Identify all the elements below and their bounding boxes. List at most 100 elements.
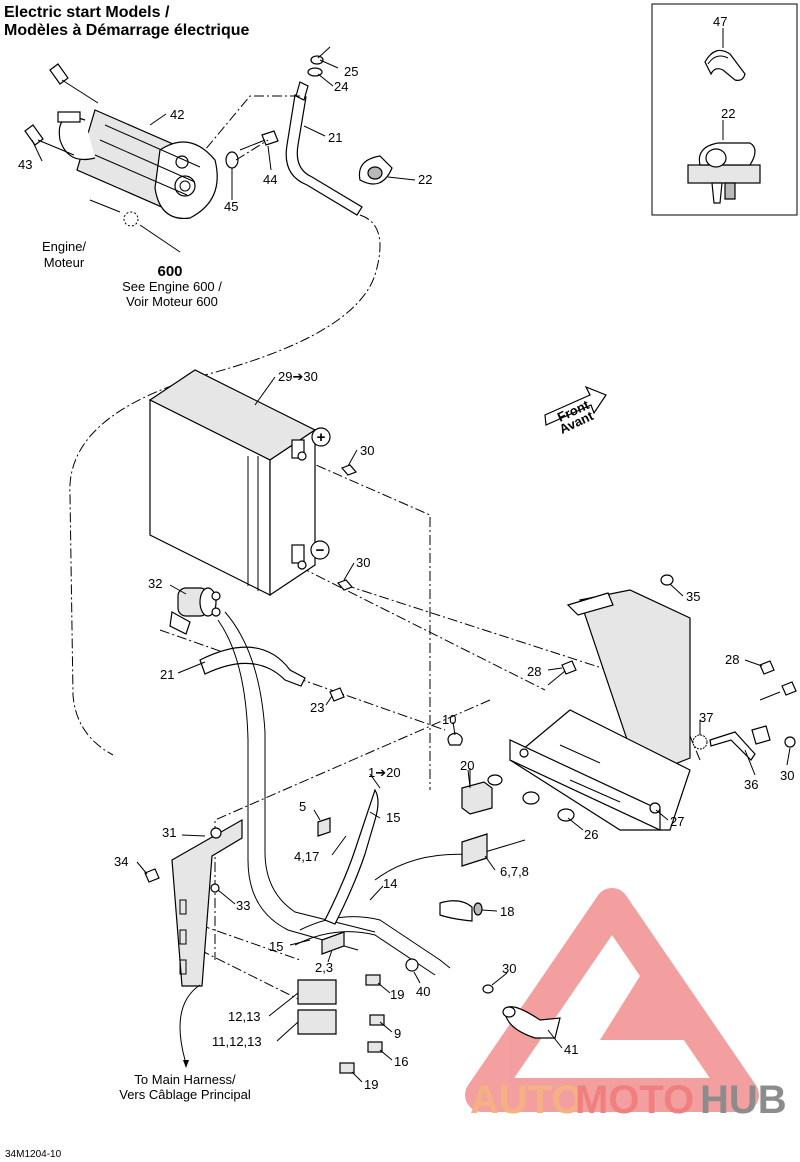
fuse-box-12-13 (297, 979, 337, 1035)
front-arrow-icon (544, 385, 607, 426)
callout-30-ground: 30 (780, 768, 794, 783)
clip-5 (317, 817, 331, 837)
callout-19-upper: 19 (390, 987, 404, 1002)
callout-18: 18 (500, 904, 514, 919)
callout-30-minus: 30 (356, 555, 370, 570)
callout-31: 31 (162, 825, 176, 840)
bracket-31 (171, 818, 243, 987)
callout-35: 35 (686, 589, 700, 604)
bushing-26 (487, 774, 575, 822)
minus-terminal-icon (310, 540, 330, 560)
callout-25: 25 (344, 64, 358, 79)
callout-22-inset: 22 (721, 106, 735, 121)
callout-29-30: 29➔30 (278, 369, 318, 384)
drawing-code: 34M1204-10 (5, 1149, 62, 1160)
moteur-label: Moteur (44, 255, 85, 270)
ground-cable-36 (709, 725, 771, 761)
watermark-text-moto: MOTO (575, 1078, 694, 1122)
fuse-19-top (365, 974, 381, 986)
callout-1-20: 1➔20 (368, 765, 401, 780)
harness-15 (324, 788, 379, 925)
voir-moteur-note: Voir Moteur 600 (126, 294, 218, 309)
callout-20: 20 (460, 758, 474, 773)
nut-30b (784, 736, 796, 748)
engine-gear-icon (123, 211, 139, 227)
title-line-1: Electric start Models / (4, 4, 170, 21)
callout-42: 42 (170, 107, 184, 122)
callout-30-plus: 30 (360, 443, 374, 458)
connector-6-7-8 (461, 833, 488, 867)
callout-44: 44 (263, 172, 277, 187)
callout-16: 16 (394, 1054, 408, 1069)
callout-9: 9 (394, 1026, 401, 1041)
engine-label: Engine/ (42, 239, 86, 254)
callout-22-clip: 22 (418, 172, 432, 187)
callout-32: 32 (148, 576, 162, 591)
callout-28-right: 28 (725, 652, 739, 667)
bolt-28 (547, 660, 797, 701)
relay-20 (461, 768, 493, 815)
bolt-44 (239, 130, 279, 151)
watermark-text-auto: AUTO (470, 1078, 583, 1122)
nut-33 (210, 883, 220, 893)
fuse-19-bottom (339, 1062, 355, 1074)
leader-lines (31, 59, 791, 1083)
callout-45: 45 (224, 199, 238, 214)
callout-19-lower: 19 (364, 1077, 378, 1092)
callout-28-left: 28 (527, 664, 541, 679)
starter-cable-21 (285, 81, 363, 216)
nut-30d (482, 984, 494, 994)
star-washer-37 (692, 734, 708, 750)
plus-terminal-sign: + (317, 429, 326, 446)
clip-part-47 (704, 49, 746, 81)
plus-terminal-icon (311, 427, 331, 447)
callout-47: 47 (713, 14, 727, 29)
callout-43: 43 (18, 157, 32, 172)
battery-29 (148, 369, 317, 597)
callout-15-lower: 15 (269, 939, 283, 954)
callout-21-lower: 21 (160, 667, 174, 682)
callout-41: 41 (564, 1042, 578, 1057)
callout-6-7-8: 6,7,8 (500, 864, 529, 879)
cablage-principal-label: Vers Câblage Principal (119, 1087, 251, 1102)
engine-number: 600 (157, 263, 182, 280)
starter-motor-42 (57, 109, 218, 220)
callout-10: 10 (442, 712, 456, 727)
callout-30-boot: 30 (502, 961, 516, 976)
callout-2-3: 2,3 (315, 960, 333, 975)
inset-frame (651, 3, 798, 216)
nut-24-25 (307, 55, 324, 77)
fuse-holder-10 (447, 732, 463, 746)
minus-terminal-sign: − (316, 542, 325, 559)
callout-23: 23 (310, 700, 324, 715)
main-harness-label: To Main Harness/ (134, 1072, 236, 1087)
watermark-text-hub: HUB (700, 1078, 787, 1122)
callout-21-upper: 21 (328, 130, 342, 145)
title-line-2: Modèles à Démarrage électrique (4, 22, 250, 39)
callout-33: 33 (236, 898, 250, 913)
battery-cable-21 (199, 646, 306, 687)
nut-35 (660, 574, 674, 586)
nut-40 (405, 958, 419, 972)
callout-34: 34 (114, 854, 128, 869)
boot-41 (502, 1006, 561, 1039)
callout-11-12-13: 11,12,13 (212, 1034, 262, 1049)
nut-30 (336, 464, 358, 591)
solenoid-32 (169, 587, 221, 635)
boot-18 (439, 900, 483, 922)
fuse-9 (369, 1014, 385, 1026)
clip-22 (358, 155, 393, 185)
callout-40: 40 (416, 984, 430, 999)
callout-36: 36 (744, 777, 758, 792)
battery-tray-27 (508, 589, 691, 831)
bolt-34 (144, 868, 160, 883)
callout-5: 5 (299, 799, 306, 814)
connector-2-3 (321, 931, 345, 955)
clip-part-22-inset (687, 142, 761, 204)
callout-24: 24 (334, 79, 348, 94)
fuse-16 (367, 1041, 383, 1053)
callout-4-17: 4,17 (294, 849, 319, 864)
callout-15-upper: 15 (386, 810, 400, 825)
callout-27: 27 (670, 814, 684, 829)
